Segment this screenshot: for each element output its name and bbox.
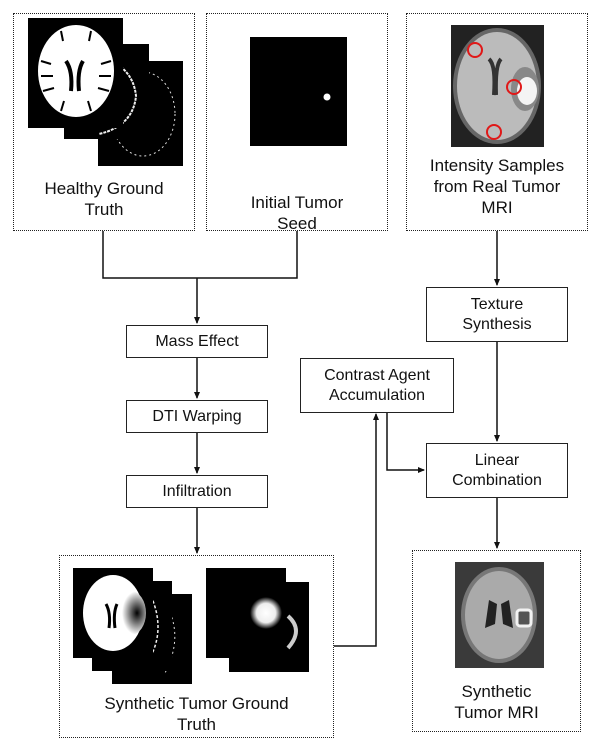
healthy-ground-truth-panel: Healthy Ground Truth — [13, 13, 195, 231]
step-label: Combination — [452, 471, 542, 489]
sample-circle — [486, 124, 502, 140]
intensity-samples-panel: Intensity Samples from Real Tumor MRI — [406, 13, 588, 231]
label-line: from Real Tumor — [433, 177, 561, 196]
synthetic-tumor-mri-label: Synthetic Tumor MRI — [413, 681, 580, 723]
label-line: Tumor MRI — [454, 703, 539, 722]
intensity-samples-label: Intensity Samples from Real Tumor MRI — [407, 155, 587, 218]
arrow-contrast-to-linear — [386, 412, 425, 473]
label-line: Synthetic — [461, 682, 532, 701]
synthetic-tissue-stack-image — [73, 568, 192, 684]
arrow-gt-to-contrast — [333, 413, 379, 647]
label-line: MRI — [481, 198, 513, 217]
real-tumor-mri-image — [451, 25, 544, 147]
synthetic-ground-truth-label: Synthetic Tumor Ground Truth — [60, 693, 333, 735]
step-label: Texture — [470, 295, 524, 313]
healthy-tissue-stack-image — [28, 18, 183, 166]
contrast-agent-accumulation-step: Contrast Agent Accumulation — [300, 358, 454, 413]
healthy-ground-truth-label: Healthy Ground Truth — [14, 178, 194, 220]
label-line: Intensity Samples — [429, 156, 565, 175]
sample-circle — [506, 79, 522, 95]
step-label: DTI Warping — [152, 407, 242, 425]
step-label: Contrast Agent — [324, 366, 430, 384]
step-label: Synthesis — [462, 315, 532, 333]
texture-synthesis-step: Texture Synthesis — [426, 287, 568, 342]
synthetic-ground-truth-panel: Synthetic Tumor Ground Truth — [59, 555, 334, 738]
synthetic-tumor-mri-panel: Synthetic Tumor MRI — [412, 550, 581, 732]
infiltration-step: Infiltration — [126, 475, 268, 508]
label-line: Truth — [84, 200, 124, 219]
label-line: Healthy Ground — [44, 179, 164, 198]
initial-tumor-seed-panel: Initial Tumor Seed — [206, 13, 388, 234]
synthetic-mri-image — [455, 562, 544, 668]
tumor-seed-image — [250, 37, 347, 146]
merge-connector — [102, 230, 298, 279]
initial-tumor-seed-label: Initial Tumor Seed — [207, 192, 387, 234]
dti-warping-step: DTI Warping — [126, 400, 268, 433]
step-label: Mass Effect — [155, 332, 239, 350]
label-line: Truth — [176, 715, 217, 734]
linear-combination-step: Linear Combination — [426, 443, 568, 498]
label-line: Initial Tumor — [250, 193, 344, 212]
step-label: Linear — [474, 451, 520, 469]
mass-effect-step: Mass Effect — [126, 325, 268, 358]
tumor-concentration-stack-image — [206, 568, 309, 672]
label-line: Seed — [277, 214, 317, 233]
step-label: Infiltration — [162, 482, 232, 500]
step-label: Accumulation — [328, 386, 426, 404]
sample-circle — [467, 42, 483, 58]
label-line: Synthetic Tumor Ground — [104, 694, 289, 713]
